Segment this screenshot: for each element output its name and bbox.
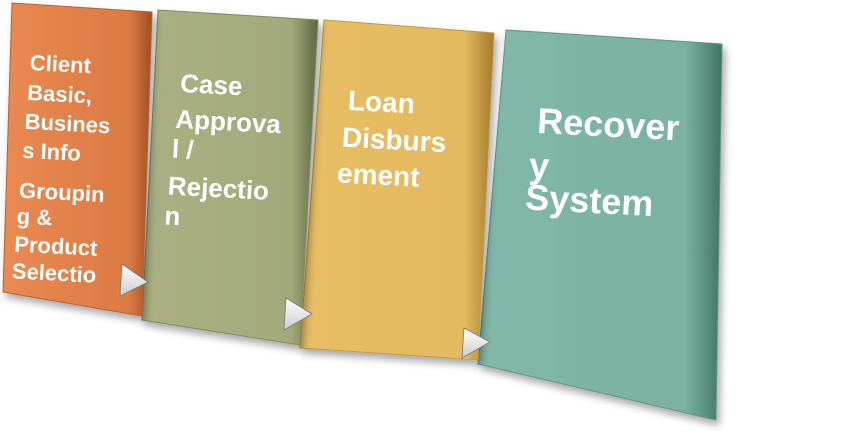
step-1-label: Client Basic, Busines s Info Groupin g &…: [11, 50, 111, 288]
step-1-line-5: Groupin: [19, 178, 106, 207]
step-2-line-1: Case: [180, 68, 244, 101]
arrow-right-icon: [461, 327, 491, 359]
step-2-line-4: Rejectio: [167, 171, 270, 206]
step-3-line-2: Disburs: [341, 122, 447, 158]
step-1-line-8: Selectio: [11, 258, 97, 287]
step-panel-case-approval: Case Approva l / Rejectio n: [141, 9, 319, 346]
step-2-label: Case Approva l / Rejectio n: [164, 68, 282, 231]
arrow-right-icon: [119, 263, 149, 297]
step-4-line-2: y: [528, 145, 550, 187]
step-1-line-3: Busines: [24, 109, 111, 138]
step-panel-loan-disbursement: Loan Disburs ement: [299, 19, 495, 361]
step-4-label: Recover y System: [524, 100, 680, 224]
step-1-line-4: s Info: [22, 138, 82, 166]
step-1-line-6: g &: [16, 204, 53, 231]
step-4-line-1: Recover: [536, 100, 680, 148]
step-panel-recovery-system: Recover y System: [477, 29, 723, 421]
arrow-right-icon: [283, 297, 313, 331]
step-3-line-3: ement: [336, 157, 420, 192]
step-2-line-5: n: [164, 200, 181, 231]
step-2-line-3: l /: [171, 134, 194, 165]
step-3-line-1: Loan: [347, 85, 415, 119]
step-3-label: Loan Disburs ement: [336, 85, 447, 193]
step-4-line-3: System: [524, 176, 654, 224]
step-2-line-2: Approva: [175, 104, 282, 140]
step-1-line-7: Product: [14, 231, 99, 260]
step-panel-client-info: Client Basic, Busines s Info Groupin g &…: [2, 2, 153, 317]
step-1-line-1: Client: [29, 50, 92, 78]
step-1-line-2: Basic,: [27, 80, 93, 108]
